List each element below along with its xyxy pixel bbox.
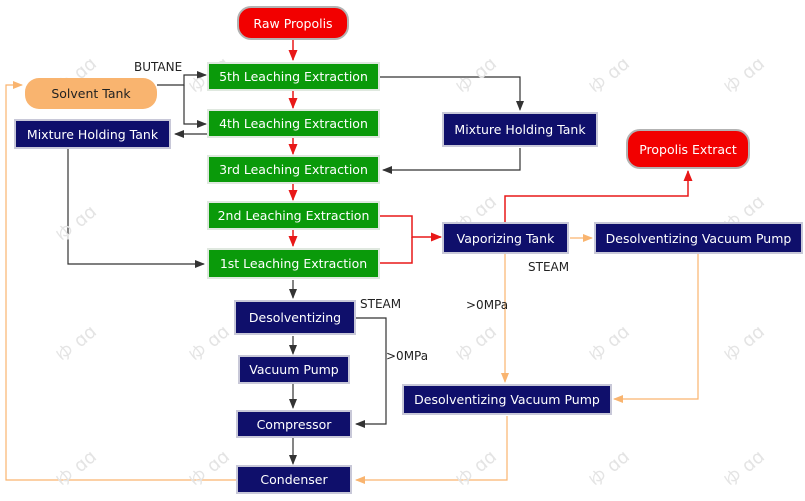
condenser-node: Condenser [236, 465, 352, 494]
pressure-label-mid: >0MPa [466, 298, 509, 312]
desolventizing-vacuum-pump-right-node: Desolventizing Vacuum Pump [594, 222, 803, 254]
leaching-extraction-4-node: 4th Leaching Extraction [207, 109, 380, 138]
leaching-extraction-2-node: 2nd Leaching Extraction [207, 201, 380, 230]
steam-label-left: STEAM [360, 297, 402, 311]
solvent-tank-node: Solvent Tank [25, 78, 157, 109]
butane-label: BUTANE [134, 60, 183, 74]
leaching-extraction-5-node: 5th Leaching Extraction [207, 62, 380, 91]
steam-label-right: STEAM [528, 260, 570, 274]
pressure-label-left: >0MPa [386, 349, 429, 363]
compressor-node: Compressor [236, 410, 352, 438]
vaporizing-tank-node: Vaporizing Tank [442, 222, 569, 254]
leaching-extraction-1-node: 1st Leaching Extraction [207, 248, 380, 279]
propolis-extract-node: Propolis Extract [626, 129, 750, 169]
desolventizing-vacuum-pump-mid-node: Desolventizing Vacuum Pump [402, 384, 612, 415]
desolventizing-node: Desolventizing [234, 300, 356, 335]
leaching-extraction-3-node: 3rd Leaching Extraction [207, 155, 380, 184]
raw-propolis-node: Raw Propolis [237, 6, 349, 40]
vacuum-pump-node: Vacuum Pump [238, 355, 350, 384]
mixture-holding-tank-right-node: Mixture Holding Tank [442, 112, 598, 147]
mixture-holding-tank-left-node: Mixture Holding Tank [14, 119, 171, 149]
